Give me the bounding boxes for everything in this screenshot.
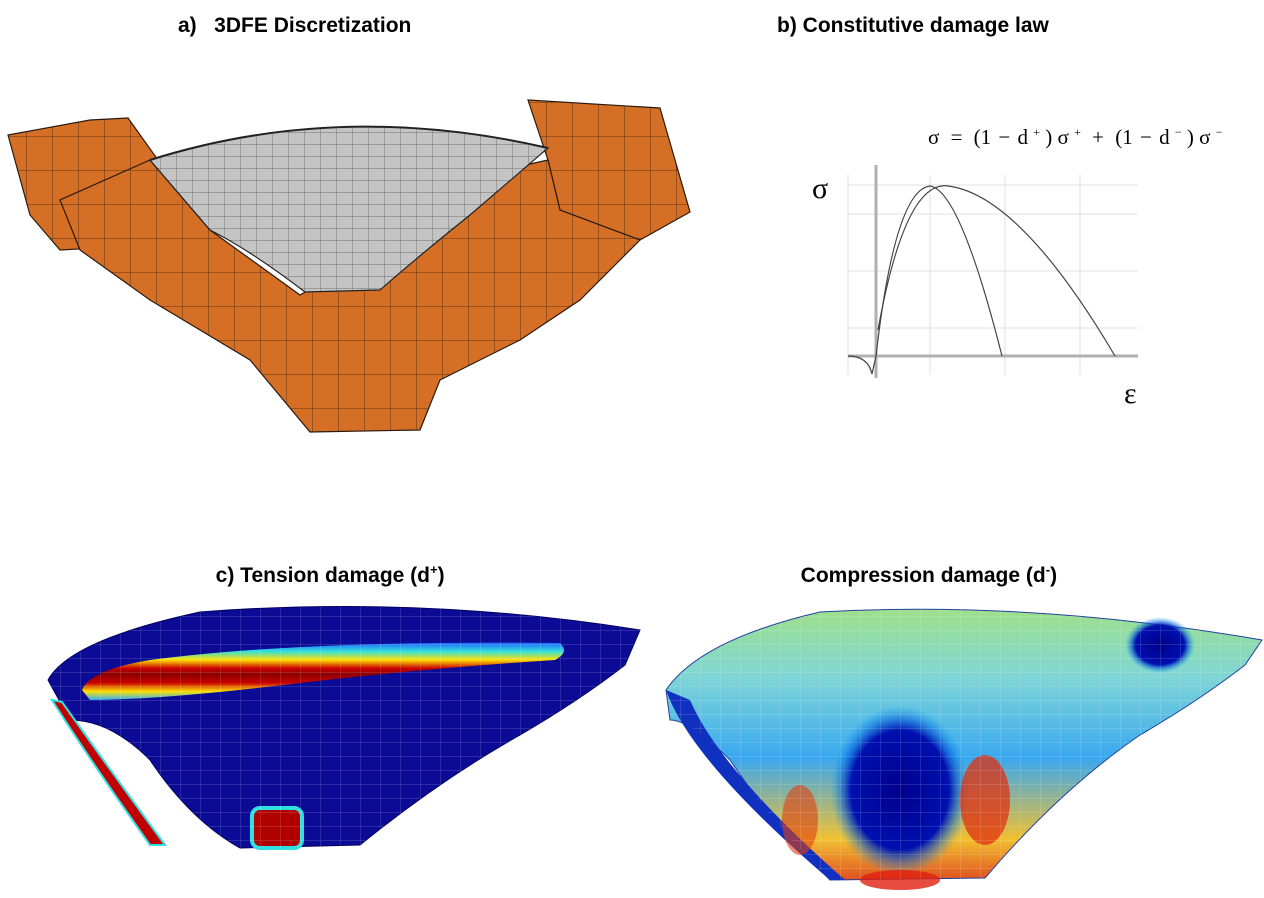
- damage-law-plot: σ = (1 − d + ) σ + + (1 − d − ) σ −: [812, 117, 1223, 410]
- panel-d-title-sup: -: [1045, 562, 1051, 577]
- equation-text: σ = (1 − d + ) σ + + (1 − d − ) σ −: [928, 117, 1223, 149]
- panel-d-title-close: ): [1050, 564, 1058, 587]
- fe-mesh-model: [7, 99, 691, 433]
- plot-grid: [847, 175, 1138, 375]
- panel-d-title-text: Compression damage (d: [800, 564, 1046, 587]
- y-axis-label: σ: [812, 172, 828, 205]
- panel-c-title-sup: +: [429, 562, 438, 577]
- panel-d-title: Compression damage (d-): [789, 538, 1057, 588]
- panel-c-title-close: ): [437, 564, 445, 587]
- panel-a-title: a) 3DFE Discretization: [178, 14, 412, 37]
- panel-c-title-text: c) Tension damage (d: [215, 564, 430, 587]
- panel-b-title: b) Constitutive damage law: [777, 14, 1049, 37]
- compression-damage-model: [665, 608, 1263, 890]
- compression-curve: [877, 185, 1116, 357]
- panel-c-title: c) Tension damage (d+): [204, 538, 445, 588]
- tension-curve: [847, 185, 1003, 375]
- x-axis-label: ε: [1124, 377, 1137, 410]
- tension-damage-model: [47, 605, 641, 850]
